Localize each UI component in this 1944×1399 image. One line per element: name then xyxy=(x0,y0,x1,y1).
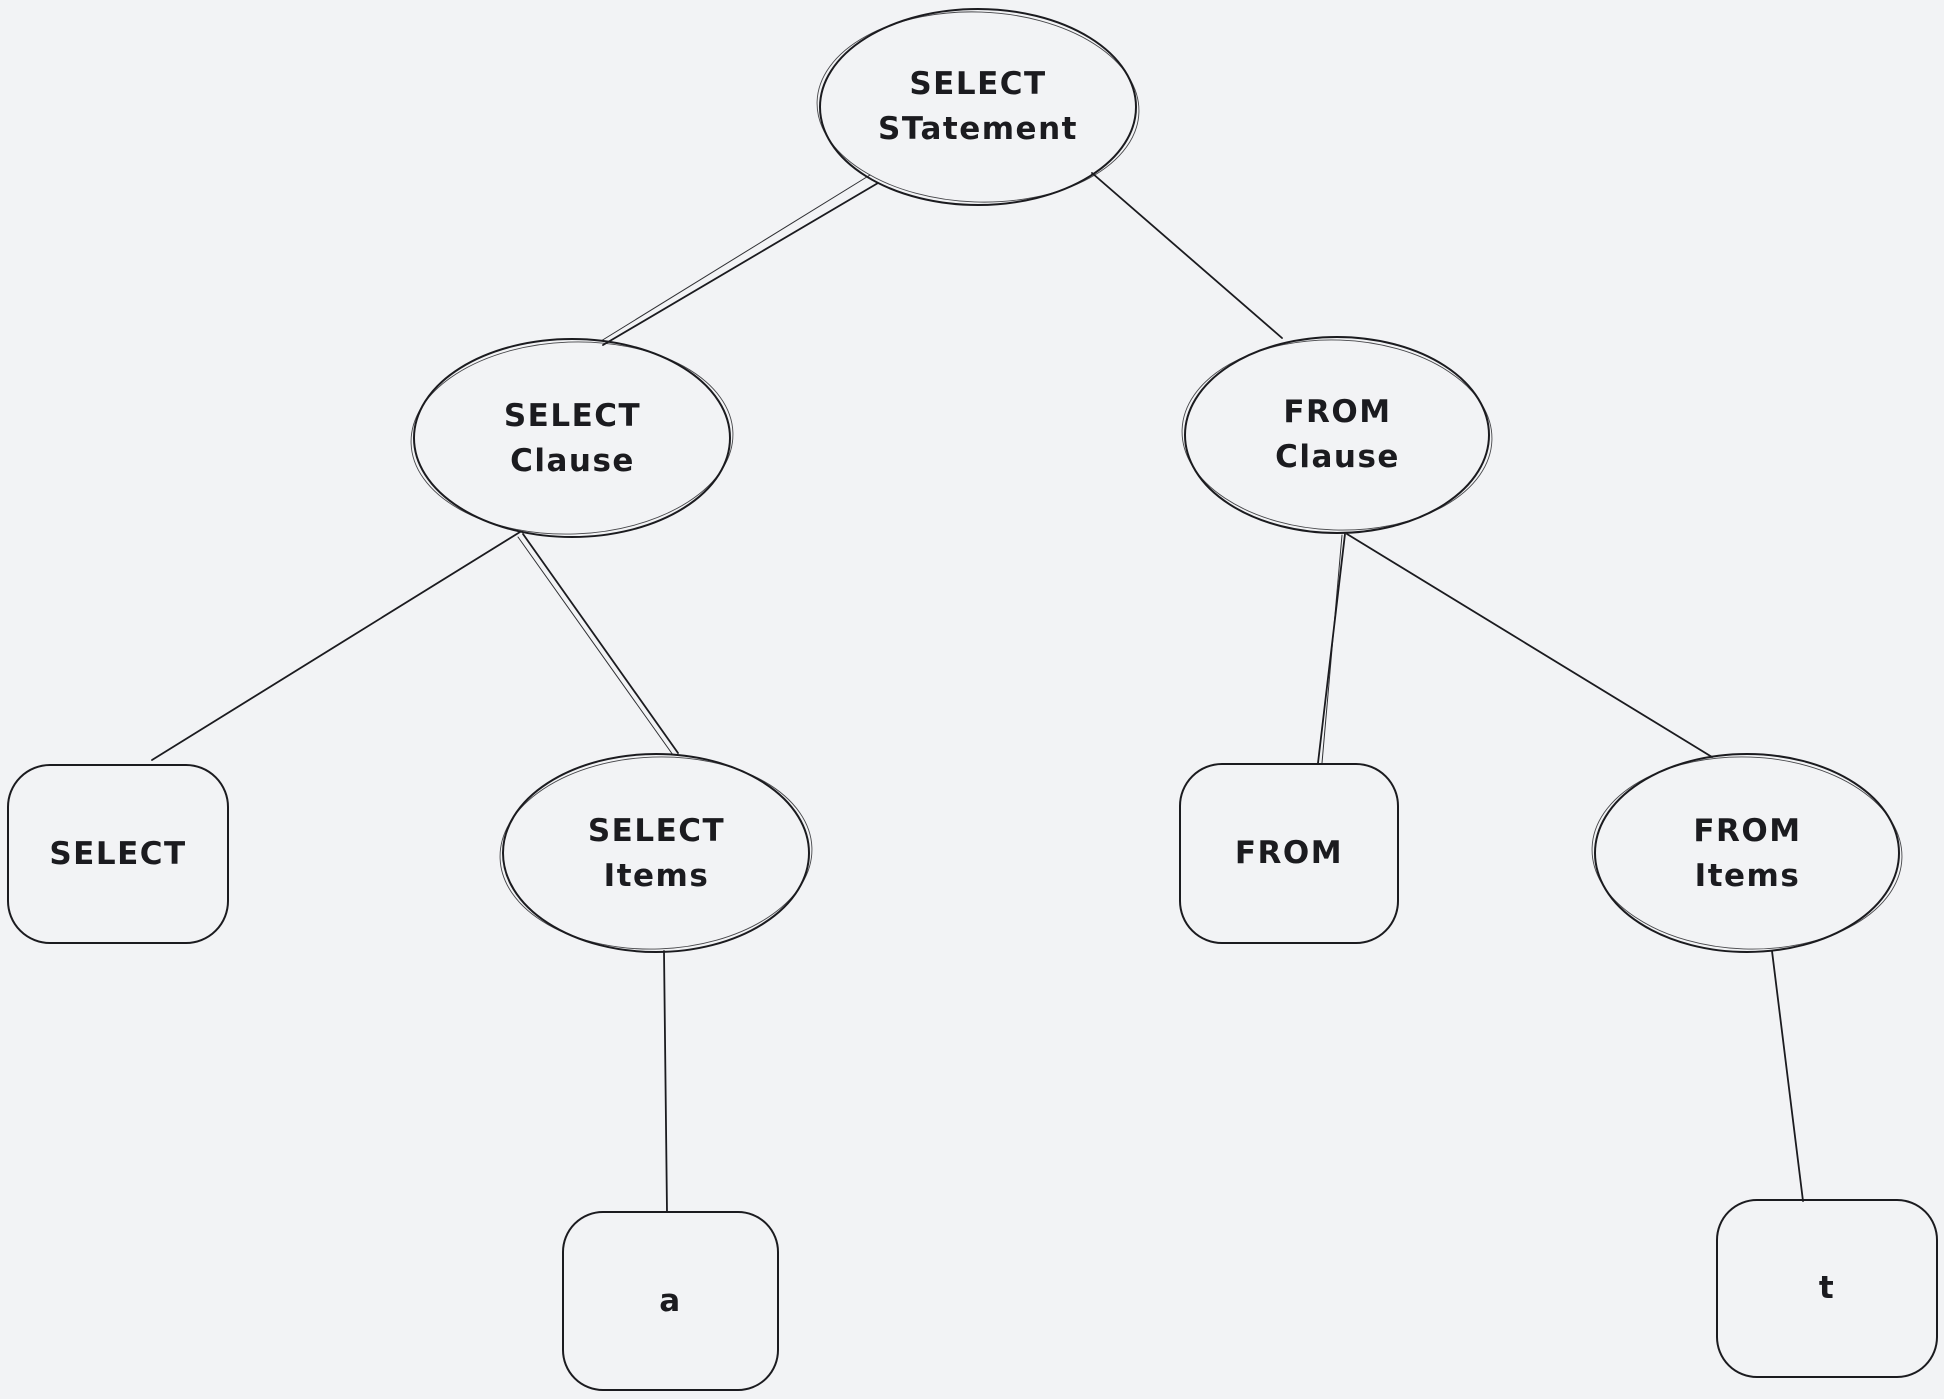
edge-from-clause-to-from-items xyxy=(1346,533,1713,758)
node-shape-select-statement-sketch xyxy=(816,11,1140,203)
node-from-clause[interactable]: FROM Clause xyxy=(1275,394,1400,475)
node-from-keyword[interactable]: FROM xyxy=(1234,835,1344,872)
node-item-t[interactable]: t xyxy=(1818,1270,1836,1307)
node-from-items[interactable]: FROM Items xyxy=(1693,812,1802,894)
edge-from-items-to-item-t xyxy=(1771,950,1804,1202)
node-shape-select-statement xyxy=(819,8,1137,206)
node-shape-from-items-sketch xyxy=(1591,756,1903,950)
edge-select-statement-to-select-clause-sketch xyxy=(600,174,871,342)
edge-select-statement-to-select-clause xyxy=(602,182,879,346)
edge-select-clause-to-select-items xyxy=(522,533,679,754)
node-select-clause[interactable]: SELECT Clause xyxy=(503,397,642,479)
edge-from-clause-to-from-keyword-sketch xyxy=(1321,534,1343,764)
node-shape-select-clause-sketch xyxy=(410,341,734,535)
edge-select-clause-to-select-items-sketch xyxy=(517,536,674,756)
node-shape-item-t xyxy=(1716,1199,1938,1378)
edge-select-items-to-item-a xyxy=(663,950,668,1213)
node-shape-select-items xyxy=(502,753,810,953)
node-select-statement[interactable]: SELECT STatement xyxy=(878,66,1078,147)
node-item-a[interactable]: a xyxy=(659,1282,682,1319)
edge-from-clause-to-from-keyword xyxy=(1317,533,1346,764)
node-shape-select-items-sketch xyxy=(499,756,813,950)
node-shape-from-clause xyxy=(1184,336,1490,534)
edge-select-clause-to-select-keyword xyxy=(151,531,521,761)
node-shape-from-clause-sketch xyxy=(1181,339,1493,531)
node-shape-select-keyword xyxy=(7,764,229,944)
node-shape-from-keyword xyxy=(1179,763,1399,944)
node-shape-item-a xyxy=(562,1211,779,1391)
edge-select-statement-to-from-clause xyxy=(1091,172,1283,339)
node-shape-select-clause xyxy=(413,338,731,538)
node-select-keyword[interactable]: SELECT xyxy=(49,835,187,872)
node-shape-from-items xyxy=(1594,753,1900,953)
node-select-items[interactable]: SELECT Items xyxy=(587,812,726,894)
